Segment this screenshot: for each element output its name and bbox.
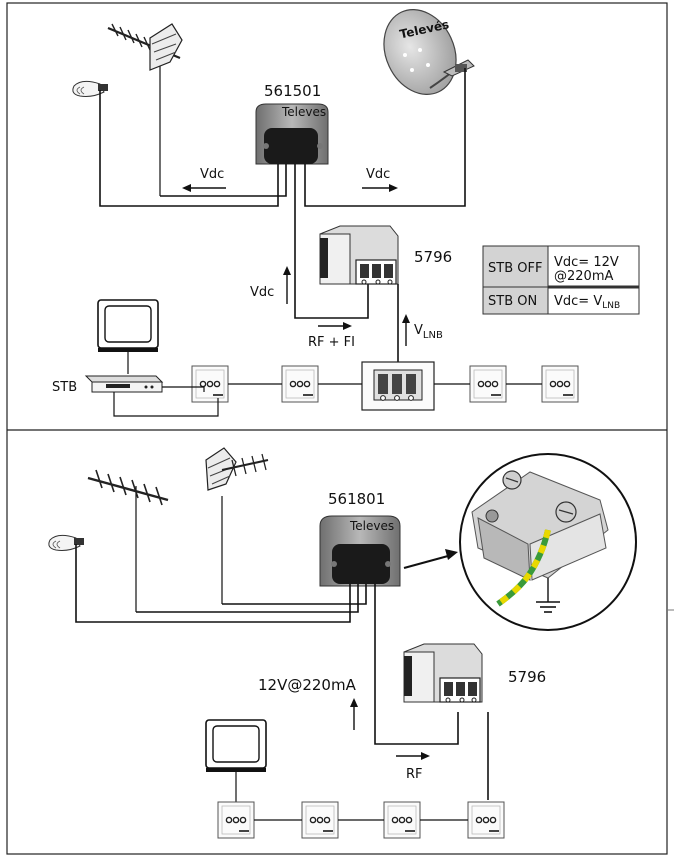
wire-to-amplifier (374, 584, 459, 745)
satellite-dish-icon: Televés (383, 9, 475, 95)
vhf-antenna-icon (87, 469, 169, 612)
wire-dish (304, 68, 466, 207)
power-splitter-561801: Televes (319, 515, 401, 587)
stb-return-wire (113, 392, 219, 417)
terrestrial-antenna-icon (107, 23, 183, 196)
vdc-left-label: Vdc (200, 167, 224, 182)
wall-socket (383, 801, 421, 839)
arrow-right-icon (362, 184, 398, 192)
wall-socket (301, 801, 339, 839)
wire-to-amplifier (294, 164, 369, 319)
power-splitter-561501: Televes (255, 103, 329, 165)
amplifier-5796 (319, 225, 399, 285)
terrestrial-antenna-icon (205, 447, 269, 604)
vdc-right-label: Vdc (366, 167, 390, 182)
arrow-left-icon (182, 184, 226, 192)
wire-lnb (75, 544, 351, 623)
wall-socket (281, 365, 319, 403)
table-row2-state: STB ON (488, 294, 537, 309)
lnb-icon (48, 534, 85, 551)
splitter-model-label: 561501 (264, 82, 321, 100)
amplifier-model-label: 5796 (414, 248, 452, 266)
top-panel: Televés 561501 Televes Vdc Vdc (52, 9, 640, 417)
arrow-up-icon (350, 698, 358, 730)
outer-frame (6, 2, 668, 855)
wire-vhf (136, 584, 359, 613)
table-row1-value-line2: @220mA (554, 269, 613, 284)
vlnb-label: VLNB (414, 323, 443, 341)
detail-pointer-arrow (403, 549, 458, 570)
table-row2-value: Vdc= VLNB (554, 294, 620, 311)
stb-label: STB (52, 380, 77, 395)
wire-antenna (160, 164, 287, 197)
amplifier-5796 (403, 643, 483, 703)
arrow-up-icon (283, 266, 291, 304)
stb-voltage-table: STB OFF Vdc= 12V @220mA STB ON Vdc= VLNB (482, 245, 640, 315)
stb-wire (162, 386, 205, 392)
arrow-up-vlnb-icon (402, 314, 410, 346)
wall-socket (217, 801, 255, 839)
rf-fi-label: RF + FI (308, 335, 355, 350)
ground-connection-detail (459, 453, 637, 631)
arrow-right-rf-icon (318, 322, 352, 330)
bottom-panel: 561801 Televes (48, 447, 637, 839)
power-label: 12V@220mA (258, 676, 357, 694)
wall-socket (469, 365, 507, 403)
wire-uhf (222, 584, 367, 605)
splitter-brand-bottom: Televes (349, 519, 394, 533)
splitter-brand: Televes (281, 105, 326, 119)
arrow-right-rf-icon (396, 752, 430, 760)
rf-label: RF (406, 767, 423, 782)
lnb-icon (72, 80, 109, 97)
splitter-model-label-bottom: 561801 (328, 490, 385, 508)
table-row1-state: STB OFF (488, 261, 542, 276)
vdc-up-label: Vdc (250, 285, 274, 300)
wall-socket (191, 365, 229, 403)
wall-socket (541, 365, 579, 403)
inline-splitter-box (361, 361, 435, 411)
wall-socket (467, 801, 505, 839)
tv-icon (97, 299, 159, 353)
table-row1-value-line1: Vdc= 12V (554, 255, 619, 270)
set-top-box-icon (84, 375, 164, 393)
wire-lnb (99, 90, 279, 207)
amplifier-model-label-bottom: 5796 (508, 668, 546, 686)
tv-icon (205, 719, 267, 773)
